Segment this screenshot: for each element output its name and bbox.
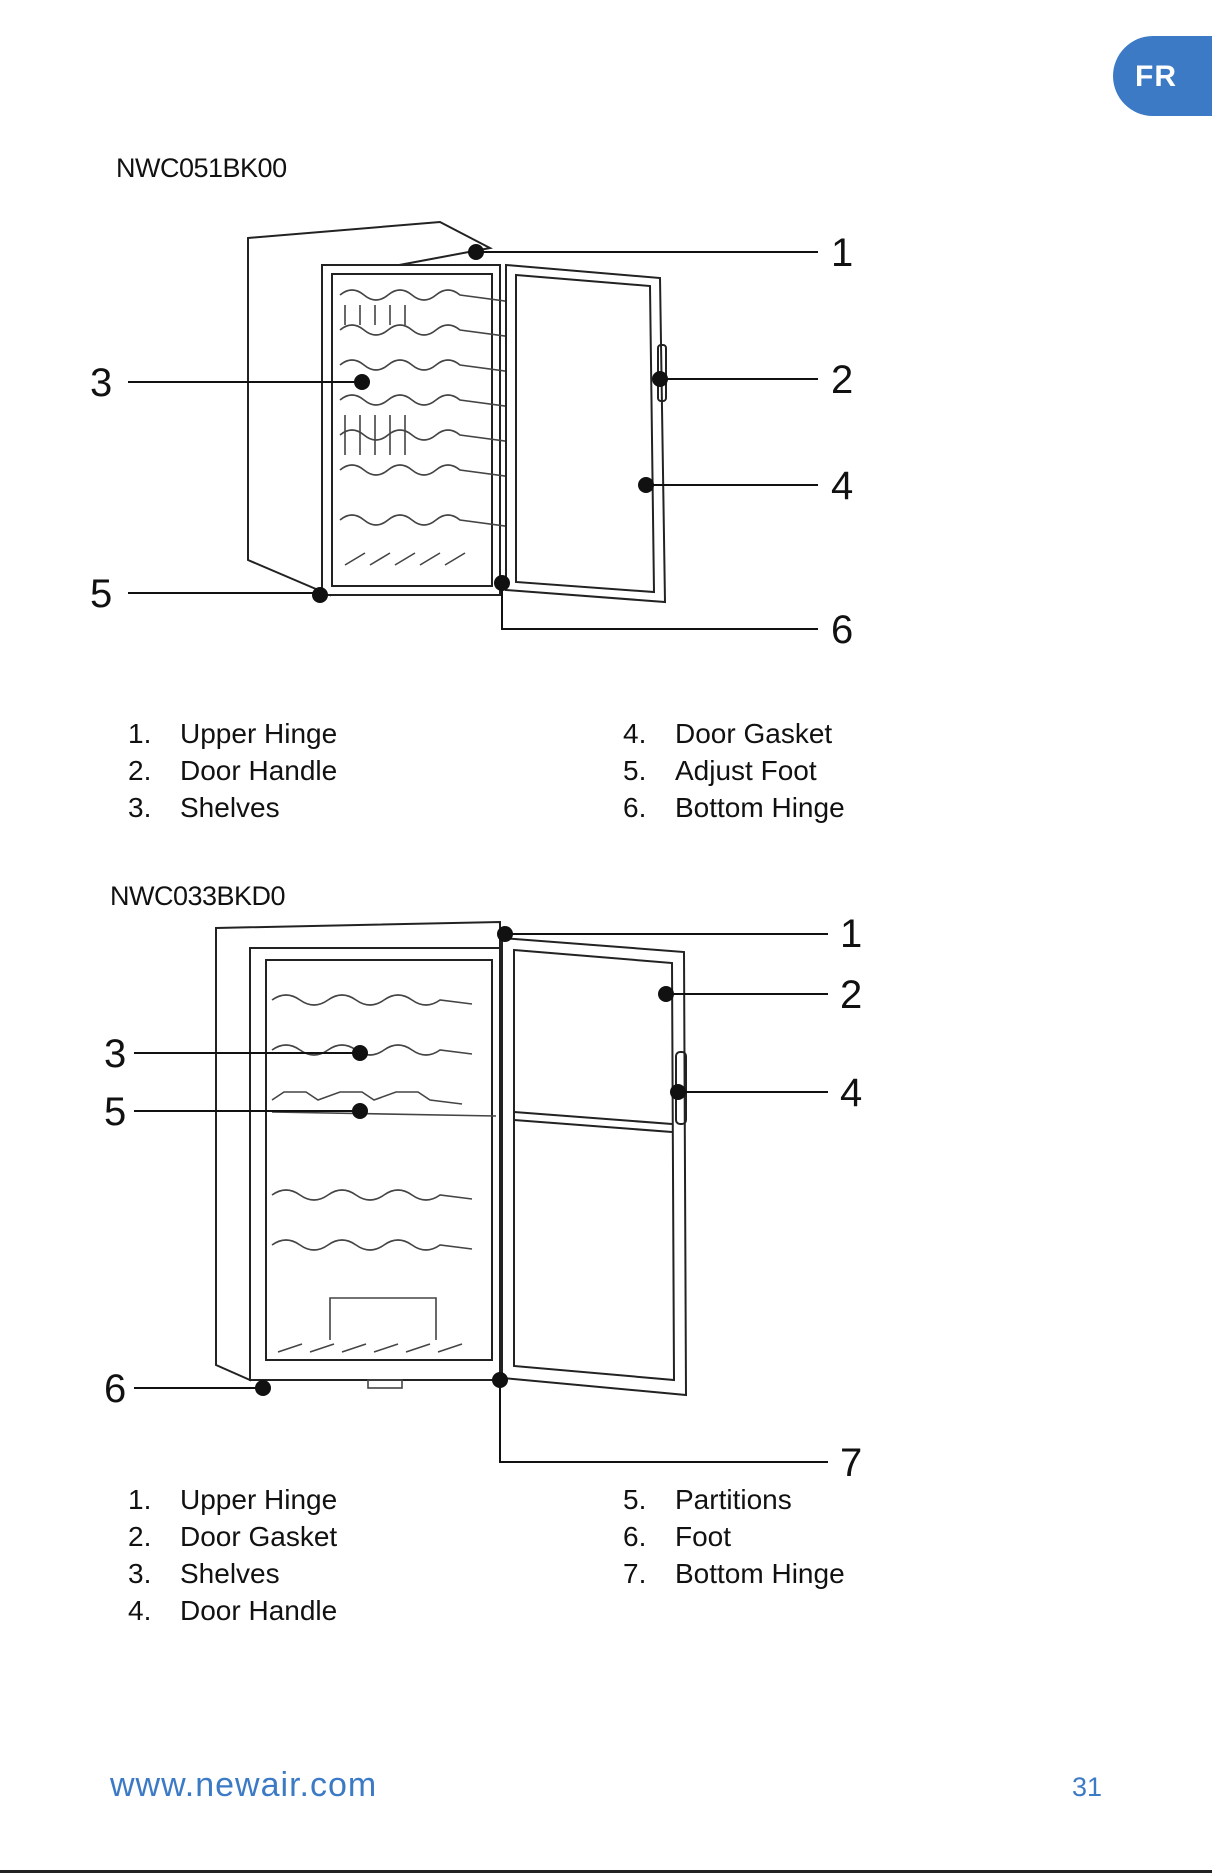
model2-legend-item: 1.Upper Hinge	[128, 1484, 337, 1516]
model2-callout-5: 5	[104, 1092, 126, 1132]
model2-callout-6: 6	[104, 1369, 126, 1409]
model2-legend-item: 3.Shelves	[128, 1558, 280, 1590]
model2-legend-item: 7.Bottom Hinge	[623, 1558, 845, 1590]
page-number: 31	[1072, 1772, 1102, 1803]
model2-callout-1: 1	[840, 914, 862, 954]
model2-callout-7: 7	[840, 1443, 862, 1483]
model2-legend-item: 2.Door Gasket	[128, 1521, 337, 1553]
model2-callout-3: 3	[104, 1034, 126, 1074]
model2-callout-4: 4	[840, 1073, 862, 1113]
model2-legend-item: 5.Partitions	[623, 1484, 792, 1516]
model2-legend-item: 6.Foot	[623, 1521, 731, 1553]
footer-website-link[interactable]: www.newair.com	[110, 1766, 377, 1805]
model2-callout-2: 2	[840, 975, 862, 1015]
model2-legend-item: 4.Door Handle	[128, 1595, 337, 1627]
